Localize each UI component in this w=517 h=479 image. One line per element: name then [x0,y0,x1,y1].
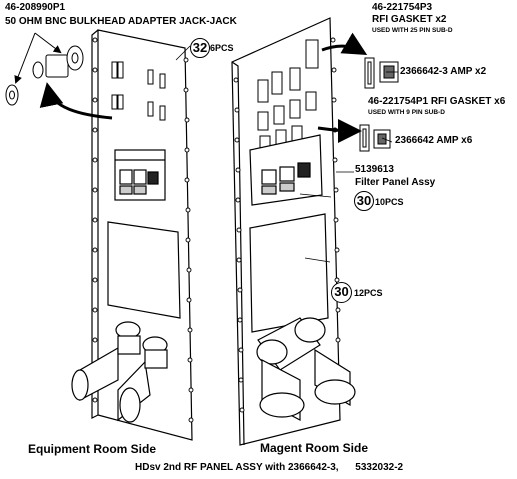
qty-32-circle: 32 [190,38,210,58]
gasket-x2-note: USED WITH 25 PIN SUB-D [372,27,453,34]
rf-pipes-right [256,317,356,421]
bnc-description: 50 OHM BNC BULKHEAD ADAPTER JACK-JACK [5,16,237,27]
magnet-room-caption: Magent Room Side [260,441,369,455]
arrow-to-gasket-x2 [321,32,368,56]
leader-lines [175,45,398,263]
gasket-x6-label: 46-221754P1 RFI GASKET x6 [368,96,506,107]
rf-pipes-left [71,321,168,423]
qty-32-text: 6PCS [210,43,234,53]
curved-arrow-left [39,82,113,120]
arrow-to-gasket-x6 [317,118,362,143]
bnc-part-number: 46-208990P1 [5,2,66,13]
filter-description: Filter Panel Assy [355,177,436,188]
rfi-gasket-x2 [364,57,375,89]
bnc-adapter-parts [5,45,84,106]
amp-x6-label: 2366642 AMP x6 [395,135,473,146]
equipment-side-panel [71,29,194,441]
footer-caption: HDsv 2nd RF PANEL ASSY with 2366642-3, 5… [135,462,404,473]
subd-connector-cutouts-left [111,61,166,121]
filter-part-number: 5139613 [355,164,394,175]
gasket-x2-part-number: 46-221754P3 [372,2,433,13]
gasket-x6-note: USED WITH 9 PIN SUB-D [368,109,445,116]
bnc-leader-lines [14,32,62,84]
gasket-x2-description: RFI GASKET x2 [372,14,447,25]
subd-connectors-right [257,39,319,153]
qty-30-text-b: 12PCS [354,288,383,298]
lower-cutout-left [107,221,181,319]
qty-30-text-a: 10PCS [375,197,404,207]
filter-block-right [249,134,323,206]
panel-bolt-holes-right [233,37,342,413]
magnet-side-panel [231,17,356,446]
qty-30-circle-b: 30 [331,282,352,303]
filter-block-left [114,149,166,201]
qty-30-circle-a: 30 [354,191,374,211]
rfi-gasket-x6 [359,124,370,152]
equipment-room-caption: Equipment Room Side [28,442,157,456]
amp-filter-x6 [373,129,391,149]
lower-cutout-right [249,213,329,333]
amp-x2-label: 2366642-3 AMP x2 [400,66,487,77]
